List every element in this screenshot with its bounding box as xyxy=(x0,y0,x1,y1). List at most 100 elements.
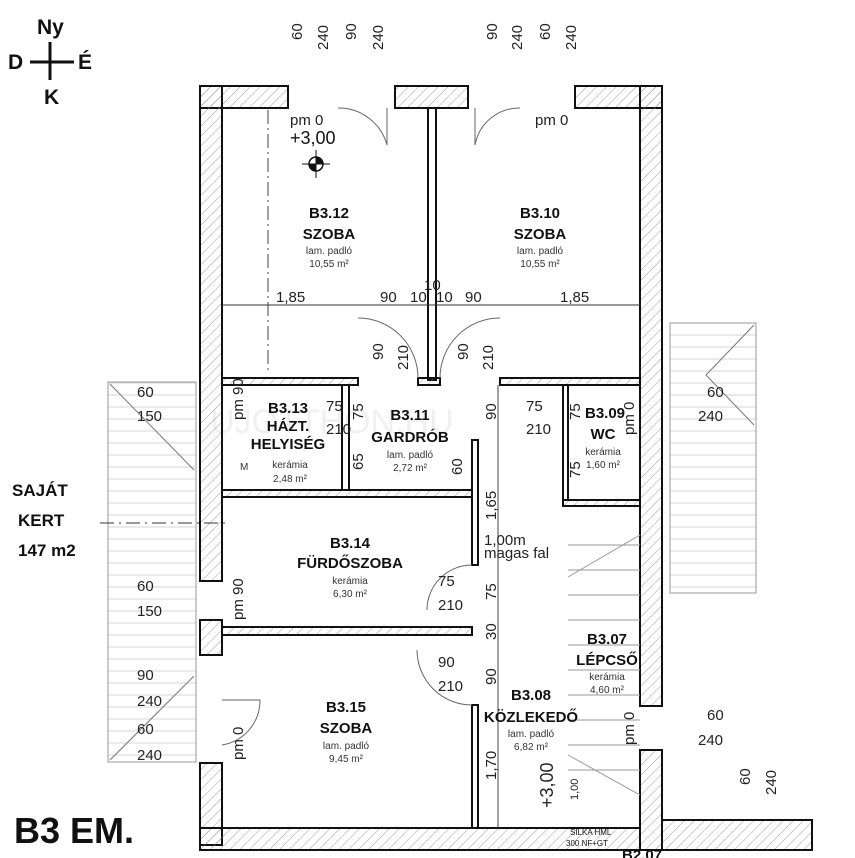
staircase xyxy=(567,534,641,796)
dim-label: 90 xyxy=(465,289,482,306)
dim-label: 1,85 xyxy=(276,289,305,306)
room-floor-b313: kerámia xyxy=(272,460,308,471)
garden-label-2: KERT xyxy=(18,511,65,530)
dim-label: 150 xyxy=(137,603,162,620)
room-id-b315: B3.15 xyxy=(326,699,366,716)
left-terrace xyxy=(107,381,197,763)
dim-label: 210 xyxy=(438,597,463,614)
dim-label: 240 xyxy=(509,25,526,50)
dim-label: 60 xyxy=(537,23,554,40)
dim-label: 210 xyxy=(395,345,412,370)
room-area-b314: 6,30 m² xyxy=(333,589,368,600)
room-floor-b310: lam. padló xyxy=(517,246,564,257)
dim-label: 60 xyxy=(707,707,724,724)
room-floor-b312: lam. padló xyxy=(306,246,353,257)
pm-label: pm 0 xyxy=(290,112,323,129)
dim-label: 60 xyxy=(707,384,724,401)
room-floor-b309: kerámia xyxy=(585,447,621,458)
dim-label: 60 xyxy=(289,23,306,40)
room-floor-b314: kerámia xyxy=(332,576,368,587)
dim-label: 1,00 xyxy=(569,779,581,800)
dim-label: 240 xyxy=(137,693,162,710)
room-name-b311: GARDRÓB xyxy=(371,428,449,446)
room-id-b207: B2.07 xyxy=(622,847,662,858)
dim-label: 10 xyxy=(410,289,427,306)
dim-label: 90 xyxy=(483,668,500,685)
garden-label-3: 147 m2 xyxy=(18,541,76,560)
room-name-b310: SZOBA xyxy=(514,226,567,243)
pm-label: pm 0 xyxy=(621,712,638,745)
room-floor-b311: lam. padló xyxy=(387,450,434,461)
room-id-b310: B3.10 xyxy=(520,205,560,222)
dim-label: 90 xyxy=(438,654,455,671)
dim-label: 60 xyxy=(137,384,154,401)
dim-label: 75 xyxy=(350,403,367,420)
level-label: +3,00 xyxy=(290,128,336,148)
dim-label: 90 xyxy=(380,289,397,306)
dim-label: 90 xyxy=(483,403,500,420)
room-area-b313: 2,48 m² xyxy=(273,474,308,485)
pm-label: pm 90 xyxy=(230,578,247,620)
dim-label: 1,65 xyxy=(483,491,500,520)
room-name-b309: WC xyxy=(591,426,616,443)
dim-label: 240 xyxy=(698,732,723,749)
room-area-b312: 10,55 m² xyxy=(309,259,349,270)
dim-label: 75 xyxy=(483,583,500,600)
dim-label: 240 xyxy=(315,25,332,50)
dim-label: 60 xyxy=(137,721,154,738)
dim-label: 10 xyxy=(436,289,453,306)
room-floor-b308: lam. padló xyxy=(508,729,555,740)
watermark: UJOTTHON.HU xyxy=(210,403,454,441)
room-id-b312: B3.12 xyxy=(309,205,349,222)
dim-label: 150 xyxy=(137,408,162,425)
room-name-b307: LÉPCSŐ xyxy=(576,651,638,669)
room-name-b312: SZOBA xyxy=(303,226,356,243)
room-name-b314: FÜRDŐSZOBA xyxy=(297,554,403,572)
dim-label: 240 xyxy=(763,770,780,795)
room-area-b311: 2,72 m² xyxy=(393,463,428,474)
pm-label: pm 90 xyxy=(230,378,247,420)
dim-label: 60 xyxy=(449,458,466,475)
compass-north: Ny xyxy=(37,16,64,39)
room-name-b308: KÖZLEKEDŐ xyxy=(484,708,579,726)
compass-east: É xyxy=(78,51,92,74)
room-area-b310: 10,55 m² xyxy=(520,259,560,270)
dim-label: 65 xyxy=(350,453,367,470)
dim-label: 210 xyxy=(480,345,497,370)
room-name-b315: SZOBA xyxy=(320,720,373,737)
room-floor-b315: lam. padló xyxy=(323,741,370,752)
pm-label: pm 0 xyxy=(230,727,247,760)
level-marker-icon xyxy=(302,150,330,178)
dim-label: 75 xyxy=(438,573,455,590)
garden-label-1: SAJÁT xyxy=(12,481,68,500)
dim-label: 60 xyxy=(137,578,154,595)
dim-label: 75 xyxy=(326,398,343,415)
pm-label: pm 0 xyxy=(535,112,568,129)
dim-label: 75 xyxy=(567,403,584,420)
wall-note: magas fal xyxy=(484,545,549,562)
room-id-b313: B3.13 xyxy=(268,400,308,417)
compass-icon xyxy=(30,42,74,80)
room-id-b314: B3.14 xyxy=(330,535,371,552)
dim-label: 1,70 xyxy=(483,751,500,780)
room-id-b307: B3.07 xyxy=(587,631,627,648)
right-terrace xyxy=(669,322,757,594)
walls xyxy=(199,85,813,851)
room-floor-b307: kerámia xyxy=(589,672,625,683)
dim-label: 240 xyxy=(370,25,387,50)
material-note: 300 NF+GT xyxy=(566,839,608,848)
door-swings xyxy=(221,107,521,746)
dim-label: 90 xyxy=(343,23,360,40)
room-name-b313: HÁZT. xyxy=(267,418,310,435)
dim-label: 240 xyxy=(137,747,162,764)
dim-label: 240 xyxy=(698,408,723,425)
room-area-b315: 9,45 m² xyxy=(329,754,364,765)
dim-label: 90 xyxy=(370,343,387,360)
compass-south: K xyxy=(44,86,59,109)
dim-label: 210 xyxy=(526,421,551,438)
dim-label: 90 xyxy=(455,343,472,360)
dim-label: 210 xyxy=(438,678,463,695)
dim-label: 90 xyxy=(137,667,154,684)
wall-note: 1,00m xyxy=(484,532,526,549)
